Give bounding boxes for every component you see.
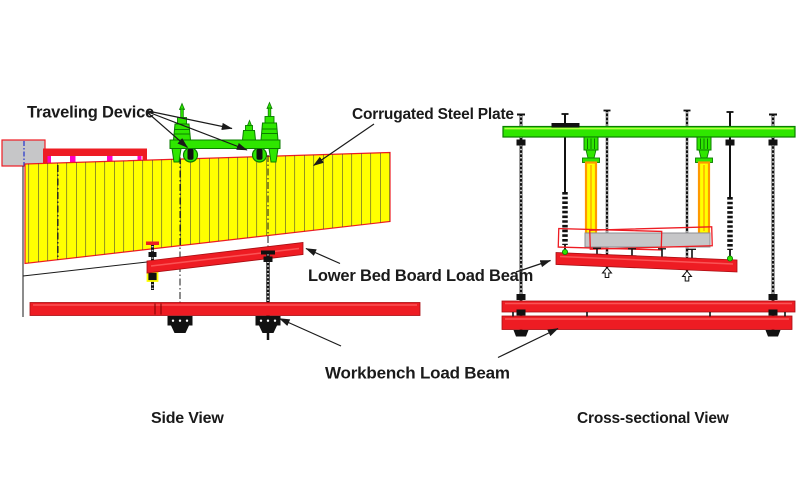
leader-arrows: [147, 110, 559, 359]
rod-nut: [516, 294, 526, 300]
label-lower-bed-board-load-beam: Lower Bed Board Load Beam: [308, 267, 533, 285]
bed-beam-body: [555, 252, 738, 273]
leader-arrow-traveling-device-1: [147, 110, 233, 130]
carriage-foot: [171, 148, 182, 163]
leader-arrow-traveling-device-2: [147, 112, 188, 148]
bracket-wedge: [259, 325, 277, 333]
hanger-bracket-left: [167, 316, 193, 333]
workbench-beam-lower: [501, 315, 793, 330]
wheel-axle-block: [256, 148, 263, 160]
tower-tip: [266, 101, 273, 109]
leader-arrow-bed-beam-right: [515, 259, 552, 273]
annotations: Traveling Device Corrugated Steel Plate …: [27, 104, 730, 428]
jack-neck: [585, 149, 597, 159]
leader-arrow-bed-beam-left: [305, 247, 341, 265]
red-outline-box: [589, 226, 713, 250]
traveling-device: [169, 101, 281, 163]
rod-top-cap: [146, 241, 159, 245]
tower-left: [172, 102, 192, 141]
workbench-load-beams-cross: [501, 294, 796, 337]
green-beam-body: [502, 125, 796, 138]
gray-cross-beam: [557, 226, 713, 251]
rod-nut: [148, 252, 157, 257]
bracket-wedge: [171, 325, 189, 333]
tower-tip: [246, 119, 253, 126]
rod-nut: [768, 294, 778, 300]
jack-right: [695, 136, 713, 235]
tower-right: [260, 101, 279, 141]
rod-nut: [516, 139, 526, 146]
rod-nut: [516, 309, 526, 316]
side-view: [1, 101, 421, 340]
bracket-bolt: [266, 319, 270, 322]
tower-cap: [264, 116, 275, 124]
tower-body: [241, 130, 257, 141]
rod-anchor-nut: [146, 271, 159, 282]
rod-foot: [513, 330, 529, 337]
corrugated-steel-plate-side: [24, 151, 391, 265]
steel-plate-corrugation: [25, 152, 390, 264]
rail-post: [47, 156, 51, 167]
leader-arrow-workbench-left: [278, 317, 342, 347]
tower-body: [260, 122, 279, 141]
jack-neck: [698, 149, 710, 159]
gray-beam-body: [584, 232, 711, 248]
cross-sectional-view: [501, 109, 796, 337]
abutment-block: [1, 139, 46, 167]
chain-hook: [562, 248, 569, 255]
lower-bed-board-load-beam-cross: [555, 248, 738, 273]
support: [687, 248, 697, 260]
leader-arrow-corrugated-plate: [313, 123, 375, 166]
rail-beam: [43, 148, 147, 156]
bracket-bolt: [273, 319, 277, 322]
carriage-foot: [268, 148, 279, 163]
beam-clamp: [551, 123, 580, 128]
bracket-bolt: [171, 319, 175, 322]
leader-arrow-workbench-right: [497, 327, 559, 359]
rod-foot: [765, 330, 781, 337]
caption-side-view: Side View: [151, 410, 224, 427]
label-traveling-device: Traveling Device: [27, 104, 154, 122]
chain-nut: [725, 139, 735, 146]
label-corrugated-steel-plate: Corrugated Steel Plate: [352, 106, 514, 123]
workbench-load-beam-side: [29, 302, 421, 316]
chain-hook: [727, 255, 734, 262]
rail-post: [70, 156, 76, 167]
carriage-frame: [169, 139, 281, 149]
jack-left: [582, 136, 600, 235]
green-rail-beam: [502, 123, 796, 146]
tower-middle: [241, 119, 257, 141]
anchor-arrow: [681, 270, 693, 282]
rail-end: [43, 156, 48, 167]
bracket-bolt: [185, 319, 189, 322]
anchor-arrow: [601, 266, 613, 278]
bracket-bolt: [178, 319, 182, 322]
rod-washer: [261, 250, 275, 255]
bed-beam-highlight: [559, 255, 734, 265]
workbench-beam-upper: [501, 300, 796, 313]
leader-arrow-traveling-device-3: [147, 111, 248, 151]
bracket-bolt: [259, 319, 263, 322]
rod-nut: [768, 139, 778, 146]
tower-body: [172, 123, 192, 141]
rod-nut: [263, 256, 273, 262]
bed-board-edge-line: [22, 261, 148, 277]
tower-tip: [178, 102, 186, 110]
tower-cap: [245, 125, 253, 131]
hanger-bracket-right: [255, 316, 281, 340]
label-workbench-load-beam: Workbench Load Beam: [325, 364, 510, 383]
wheel-axle-block: [187, 148, 194, 160]
rod-nut: [768, 309, 778, 316]
caption-cross-sectional-view: Cross-sectional View: [577, 410, 730, 427]
